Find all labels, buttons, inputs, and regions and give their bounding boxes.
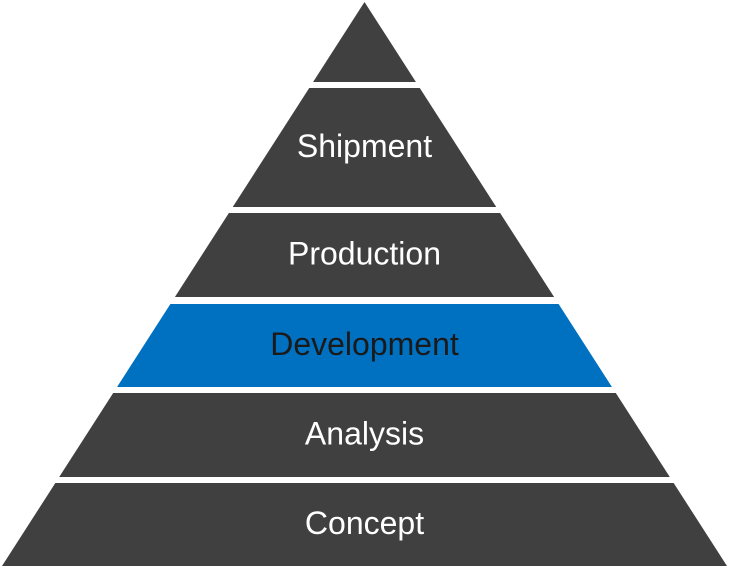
layer-development: Development <box>117 304 612 387</box>
layer-shape <box>232 88 497 207</box>
layer-production: Production <box>174 213 555 297</box>
layer-0-apex <box>313 2 416 82</box>
layer-label: Concept <box>305 505 424 541</box>
layer-label: Analysis <box>305 415 424 451</box>
layer-shape <box>313 2 416 82</box>
layer-shape <box>59 393 670 477</box>
layer-label: Shipment <box>297 128 432 164</box>
layer-label: Development <box>270 326 459 362</box>
layer-analysis: Analysis <box>59 393 670 477</box>
layer-shape <box>2 483 727 566</box>
layer-shape <box>174 213 555 297</box>
layer-shape <box>117 304 612 387</box>
layer-concept: Concept <box>2 483 727 566</box>
layer-label: Production <box>288 235 441 271</box>
layer-shipment: Shipment <box>232 88 497 207</box>
